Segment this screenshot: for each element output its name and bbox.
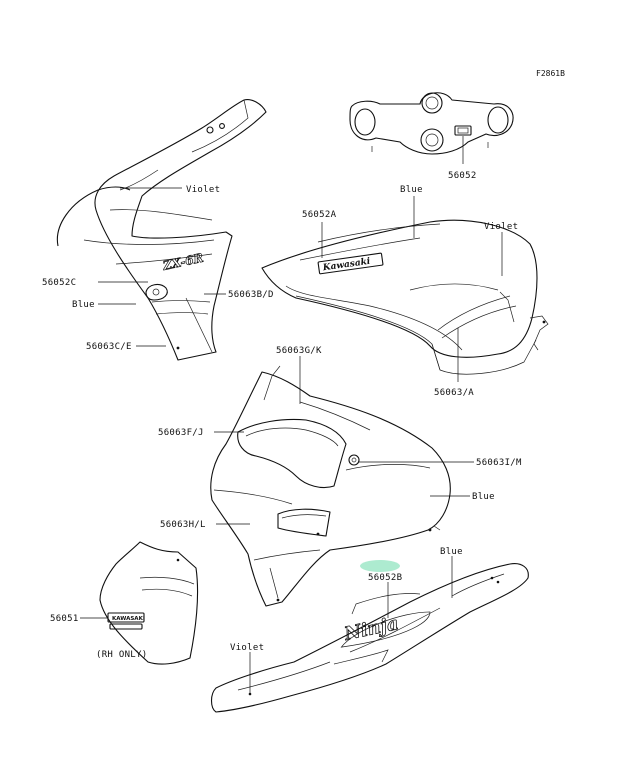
fairing-zx6r-decal: ZX-6R: [160, 250, 205, 273]
fairing-logo-text: ZX-6R: [161, 251, 205, 273]
label-56052B: 56052B: [368, 573, 402, 583]
label-blue-tank: Blue: [400, 185, 423, 195]
label-violet-tail: Violet: [230, 643, 264, 653]
label-56063BD: 56063B/D: [228, 290, 274, 300]
label-56052A: 56052A: [302, 210, 337, 220]
figure-ref: F2861B: [536, 69, 565, 78]
label-56063FJ: 56063F/J: [158, 428, 204, 438]
upper-fairing-part: ZX-6R: [56, 99, 267, 361]
label-56063GK: 56063G/K: [276, 346, 322, 356]
label-blue-fairing: Blue: [72, 300, 95, 310]
tank-logo-text: Kawasaki: [321, 257, 371, 274]
side-emblem-decal: KAWASAKI: [107, 612, 145, 630]
side-panel-part: KAWASAKI: [99, 541, 199, 665]
label-violet-fairing: Violet: [186, 185, 220, 195]
label-violet-tank: Violet: [484, 222, 518, 232]
tank-kawasaki-decal: Kawasaki: [317, 252, 384, 275]
label-56052C: 56052C: [42, 278, 76, 288]
label-56063HL: 56063H/L: [160, 520, 206, 530]
lower-fairing-part: [210, 365, 451, 607]
top-bridge-part: [349, 92, 514, 155]
tail-logo-text: Ninja: [342, 613, 401, 645]
label-rh-only: (RH ONLY): [96, 650, 147, 660]
label-blue-lower: Blue: [472, 492, 495, 502]
label-blue-tail: Blue: [440, 547, 463, 557]
tank-cover-part: Kawasaki: [261, 219, 549, 375]
label-56063A: 56063/A: [434, 388, 474, 398]
tail-cowl-part: Ninja: [210, 563, 529, 713]
label-56052: 56052: [448, 171, 477, 181]
label-56063IM: 56063I/M: [476, 458, 522, 468]
emblem-text: KAWASAKI: [112, 616, 145, 622]
label-56063CE: 56063C/E: [86, 342, 132, 352]
tail-ninja-decal: Ninja: [340, 611, 431, 648]
label-56051: 56051: [50, 614, 79, 624]
highlight-marker: [360, 560, 400, 572]
